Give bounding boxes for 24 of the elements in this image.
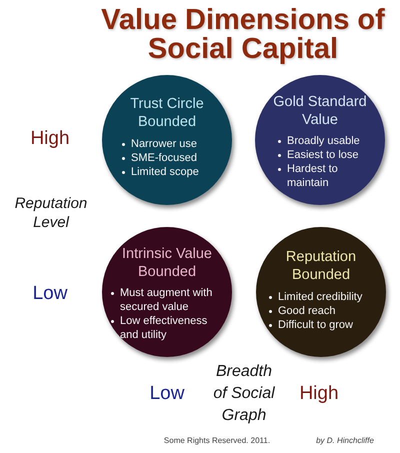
bullet-text: SME-focused — [131, 151, 198, 165]
copyright-note: Some Rights Reserved. 2011. — [162, 435, 272, 447]
bullet-text: Limited credibility — [278, 290, 362, 304]
bullet-text: Must augment with secured value — [120, 286, 214, 314]
axis-value-label: High — [298, 382, 340, 406]
bullet-text: Hardest to maintain — [287, 162, 339, 190]
title: Value Dimensions of Social Capital — [100, 6, 386, 64]
bullet-text: Limited scope — [131, 165, 199, 179]
bullet-text: Narrower use — [131, 137, 198, 151]
bullet-text: Good reach — [278, 304, 336, 318]
bullet-text: Low effectiveness and utility — [120, 314, 208, 342]
author-credit: by D. Hinchcliffe — [315, 435, 375, 447]
axis-value-label: Low — [148, 382, 186, 406]
circle-title: Intrinsic Value Bounded — [121, 244, 213, 280]
axis-title: Reputation Level — [14, 194, 88, 232]
bullet-text: Broadly usable — [287, 134, 360, 148]
axis-value-label: High — [29, 127, 71, 151]
axis-value-label: Low — [32, 282, 68, 306]
bullet-text: Easiest to lose — [287, 148, 359, 162]
circle-title: Gold Standard Value — [272, 92, 368, 128]
bullet-text: Difficult to grow — [278, 318, 353, 332]
circle-title: Trust Circle Bounded — [129, 95, 205, 131]
axis-title: Breadth of Social Graph — [212, 362, 276, 426]
circle-title: Reputation Bounded — [284, 248, 358, 284]
